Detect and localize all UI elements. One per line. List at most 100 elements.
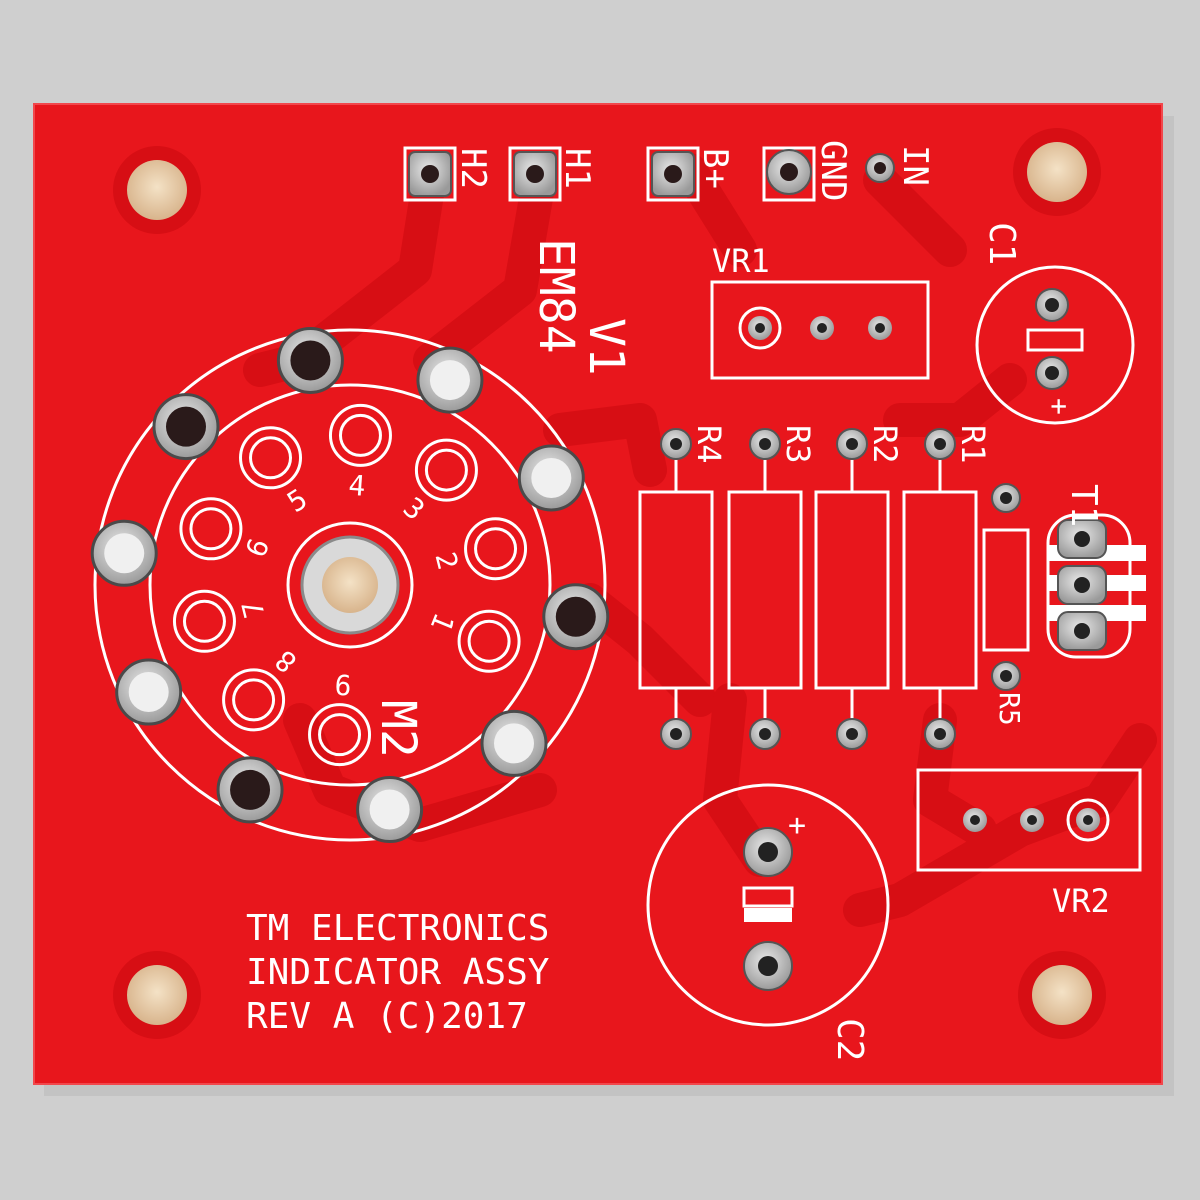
credits-line-3: REV A (C)2017: [246, 996, 528, 1037]
r3-body-outline: [727, 490, 803, 690]
r2-body-outline: [814, 490, 890, 690]
label-r5: R5: [993, 692, 1026, 726]
vr1-hole1: [755, 323, 765, 333]
socket-center-ring: [286, 521, 414, 649]
resistor-r4: R4: [638, 425, 728, 750]
r5-hole1: [1000, 492, 1012, 504]
r2-hole-bottom: [846, 728, 858, 740]
socket-pin-inner-2: [474, 527, 518, 571]
r1-hole-top: [934, 438, 946, 450]
mount-hole-tl: [127, 160, 187, 220]
socket-pin-inner-3: [424, 448, 468, 492]
c1-outline: [975, 265, 1135, 425]
vr2-hole3: [1083, 815, 1093, 825]
vr2-outline: [916, 768, 1142, 872]
vr1-pin1-ring: [738, 306, 782, 350]
t1-transistor: T1: [1046, 484, 1146, 659]
socket-pin-ring-1: [457, 609, 521, 673]
label-h2: H2: [453, 148, 493, 189]
socket-pin-ring-6: [179, 497, 243, 561]
h2-outline: [403, 146, 457, 202]
credits-line-1: TM ELECTRONICS: [246, 908, 549, 949]
label-gnd: GND: [813, 140, 853, 201]
c2-polarity-bar: [744, 908, 792, 922]
t1-hole1: [1074, 531, 1090, 547]
socket-rim-pads: [90, 326, 610, 844]
socket-pin-inner-5: [249, 436, 293, 480]
label-vr2: VR2: [1052, 882, 1110, 920]
socket-pin-inner-1: [467, 619, 511, 663]
socket-rim-hole: [290, 340, 331, 381]
r1-body-outline: [902, 490, 978, 690]
c2-outline: [646, 783, 890, 1027]
r5-outline: [982, 528, 1030, 652]
label-in: IN: [895, 145, 935, 186]
label-c1: C1: [981, 222, 1022, 265]
label-m2: M2: [370, 700, 426, 758]
socket-rim-hole: [531, 457, 572, 498]
mount-hole-tr: [1027, 142, 1087, 202]
r1-hole-bottom: [934, 728, 946, 740]
h1-outline: [508, 146, 562, 202]
c1-hole1: [1045, 298, 1059, 312]
r3-hole-bottom: [759, 728, 771, 740]
label-r2: R2: [866, 425, 904, 464]
resistor-array: R4 R3 R2 R1: [638, 425, 992, 750]
vr1-trimmer: VR1: [710, 242, 930, 380]
label-em84: EM84: [528, 238, 584, 354]
c1-hole2: [1045, 366, 1059, 380]
t1-hole2: [1074, 577, 1090, 593]
bplus-hole: [664, 165, 682, 183]
vr1-hole2: [817, 323, 827, 333]
in-hole: [874, 162, 886, 174]
mount-hole-br: [1032, 965, 1092, 1025]
socket-center-hole: [322, 557, 378, 613]
h2-hole: [421, 165, 439, 183]
vr1-outline: [710, 280, 930, 380]
r4-body-outline: [638, 490, 714, 690]
label-r4: R4: [690, 425, 728, 464]
label-h1: H1: [557, 148, 597, 189]
socket-pin-ring-3: [414, 438, 478, 502]
vr2-hole1: [970, 815, 980, 825]
c1-polarity-box: [1026, 328, 1084, 352]
socket-pin-ring-2: [464, 517, 528, 581]
socket-pin-label-9: 9: [333, 667, 352, 701]
bplus-outline: [646, 146, 700, 202]
resistor-r3: R3: [727, 425, 817, 750]
gnd-hole: [780, 163, 798, 181]
board-edge: [33, 103, 1163, 1085]
socket-rim-hole: [104, 533, 145, 574]
r2-hole-top: [846, 438, 858, 450]
vr2-trimmer: VR2: [916, 768, 1142, 920]
r4-hole-bottom: [670, 728, 682, 740]
socket-pin-rings: [172, 403, 528, 767]
socket-rim-hole: [165, 406, 206, 447]
socket-pin-inner-8: [232, 678, 276, 722]
label-bplus: B+: [695, 148, 735, 189]
mount-hole-bl: [127, 965, 187, 1025]
socket-pin-inner-7: [182, 599, 226, 643]
resistor-r2: R2: [814, 425, 904, 750]
t1-hole3: [1074, 623, 1090, 639]
r5-hole2: [1000, 670, 1012, 682]
r5-resistor: R5: [982, 483, 1030, 726]
credits-block: TM ELECTRONICS INDICATOR ASSY REV A (C)2…: [246, 908, 550, 1037]
c2-hole1: [758, 842, 778, 862]
socket-rim-hole: [494, 723, 535, 764]
socket-pin-ring-9: [308, 703, 372, 767]
vr2-hole2: [1027, 815, 1037, 825]
socket-pin-inner-6: [189, 507, 233, 551]
label-c2: C2: [829, 1018, 870, 1061]
credits-line-2: INDICATOR ASSY: [246, 952, 550, 993]
label-r3: R3: [779, 425, 817, 464]
label-r1: R1: [954, 425, 992, 464]
r3-hole-top: [759, 438, 771, 450]
socket-outer-ring: [93, 328, 607, 842]
mounting-holes: [113, 128, 1106, 1039]
socket-pin-ring-4: [328, 403, 392, 467]
c2-polarity-box: [742, 886, 794, 908]
